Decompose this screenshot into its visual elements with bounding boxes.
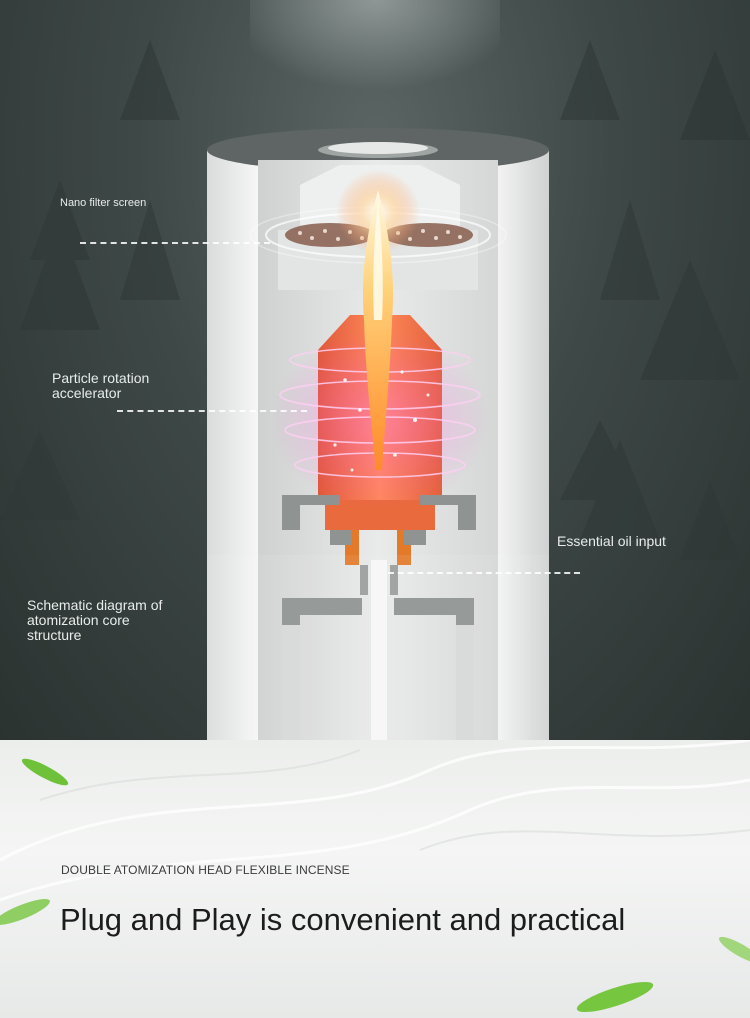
feature-banner: DOUBLE ATOMIZATION HEAD FLEXIBLE INCENSE… <box>0 740 750 1018</box>
essential-oil-leader-line <box>388 572 580 574</box>
particle-accelerator-leader-line <box>117 410 307 412</box>
feature-subtitle: DOUBLE ATOMIZATION HEAD FLEXIBLE INCENSE <box>61 863 350 877</box>
feature-headline: Plug and Play is convenient and practica… <box>60 902 626 937</box>
diagram-illustration <box>207 0 549 740</box>
particle-accelerator-label: Particle rotation accelerator <box>52 370 150 401</box>
nano-filter-leader-line <box>80 242 270 244</box>
essential-oil-label: Essential oil input <box>557 533 666 549</box>
atomization-diagram-section: Nano filter screen Particle rotation acc… <box>0 0 750 740</box>
nano-filter-label: Nano filter screen <box>60 197 147 209</box>
smoke-and-leaves-decoration <box>0 740 750 1013</box>
leaf-icon <box>0 758 750 1013</box>
schematic-caption: Schematic diagram of atomization core st… <box>27 597 163 643</box>
